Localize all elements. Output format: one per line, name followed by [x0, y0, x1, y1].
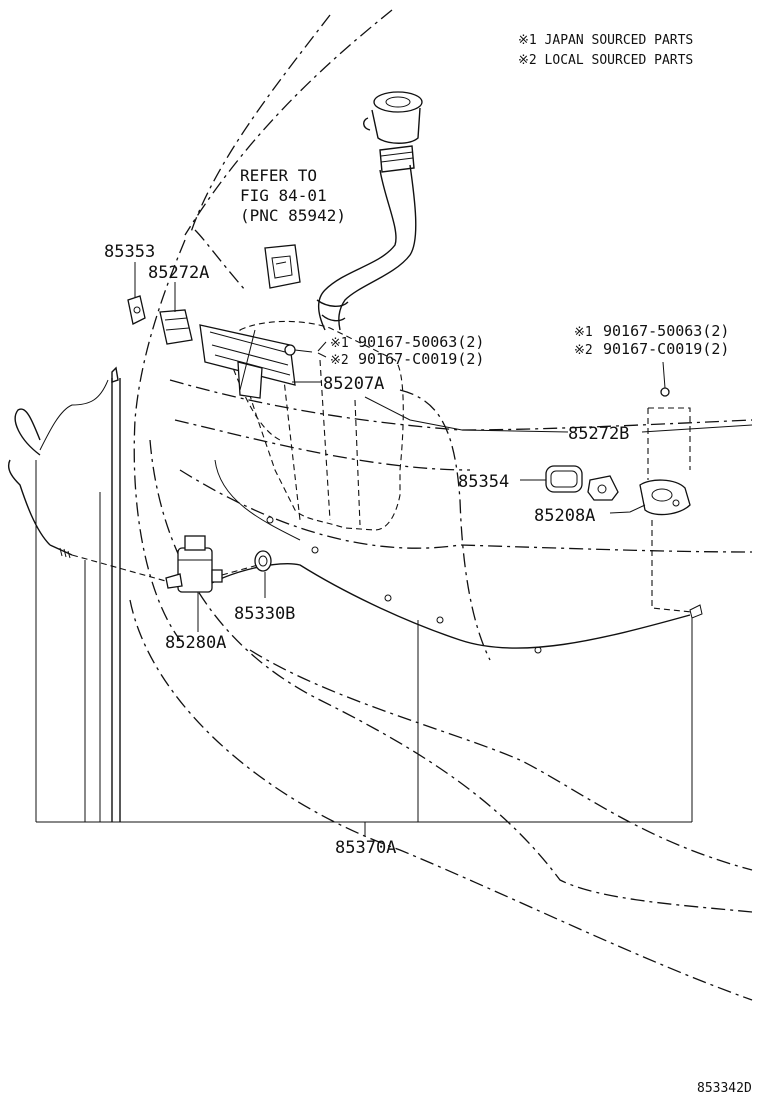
washer-tank [229, 320, 404, 531]
callout-85370A: 85370A [335, 838, 396, 858]
bolt-right [647, 387, 691, 480]
part-callouts: 85353 85272A ※1 90167-50063(2) ※2 90167-… [104, 242, 729, 858]
bracket-85208A [639, 479, 691, 516]
leader-lines [134, 262, 753, 632]
nozzle-85272B [587, 475, 619, 501]
callout-bolt1: 90167-50063(2) [358, 333, 484, 351]
bracket-85207A [199, 324, 296, 399]
callout-85353: 85353 [104, 242, 155, 262]
washer-filler-neck [316, 91, 423, 331]
hose-harness-verticals [35, 378, 693, 836]
nozzle-cover-85272A [159, 309, 193, 345]
legend-japan-sourced: ※1 JAPAN SOURCED PARTS [518, 33, 693, 48]
cover-85354 [545, 465, 583, 493]
pump-to-grommet-line [221, 564, 259, 576]
figure-id: 853342D [697, 1081, 752, 1096]
refer-line-2: FIG 84-01 [240, 186, 327, 205]
callout-85330B: 85330B [234, 604, 295, 624]
legend-local-sourced: ※2 LOCAL SOURCED PARTS [518, 53, 693, 68]
callout-bolt3-mark: ※1 [574, 325, 593, 340]
callout-85354: 85354 [458, 472, 509, 492]
refer-note: REFER TO FIG 84-01 (PNC 85942) [240, 166, 346, 225]
callout-bolt4: 90167-C0019(2) [603, 340, 729, 358]
washer-pump-85280A [165, 535, 223, 593]
callout-bolt4-mark: ※2 [574, 343, 593, 358]
callout-85208A: 85208A [534, 506, 595, 526]
callout-bolt2: 90167-C0019(2) [358, 350, 484, 368]
callout-bolt2-mark: ※2 [330, 353, 349, 368]
grommet-85330B [254, 550, 272, 572]
callout-bolt3: 90167-50063(2) [603, 322, 729, 340]
bolt-left [284, 344, 313, 356]
callout-85272B: 85272B [568, 424, 629, 444]
callout-85272A: 85272A [148, 263, 209, 283]
refer-line-1: REFER TO [240, 166, 317, 185]
callout-bolt1-mark: ※1 [330, 336, 349, 351]
vehicle-body-outline [129, 9, 753, 1001]
legend: ※1 JAPAN SOURCED PARTS ※2 LOCAL SOURCED … [518, 33, 693, 68]
nozzle-85353 [127, 295, 146, 325]
callout-85207A: 85207A [323, 374, 384, 394]
refer-line-3: (PNC 85942) [240, 206, 346, 225]
referred-part-85942 [264, 244, 301, 289]
callout-85280A: 85280A [165, 633, 226, 653]
